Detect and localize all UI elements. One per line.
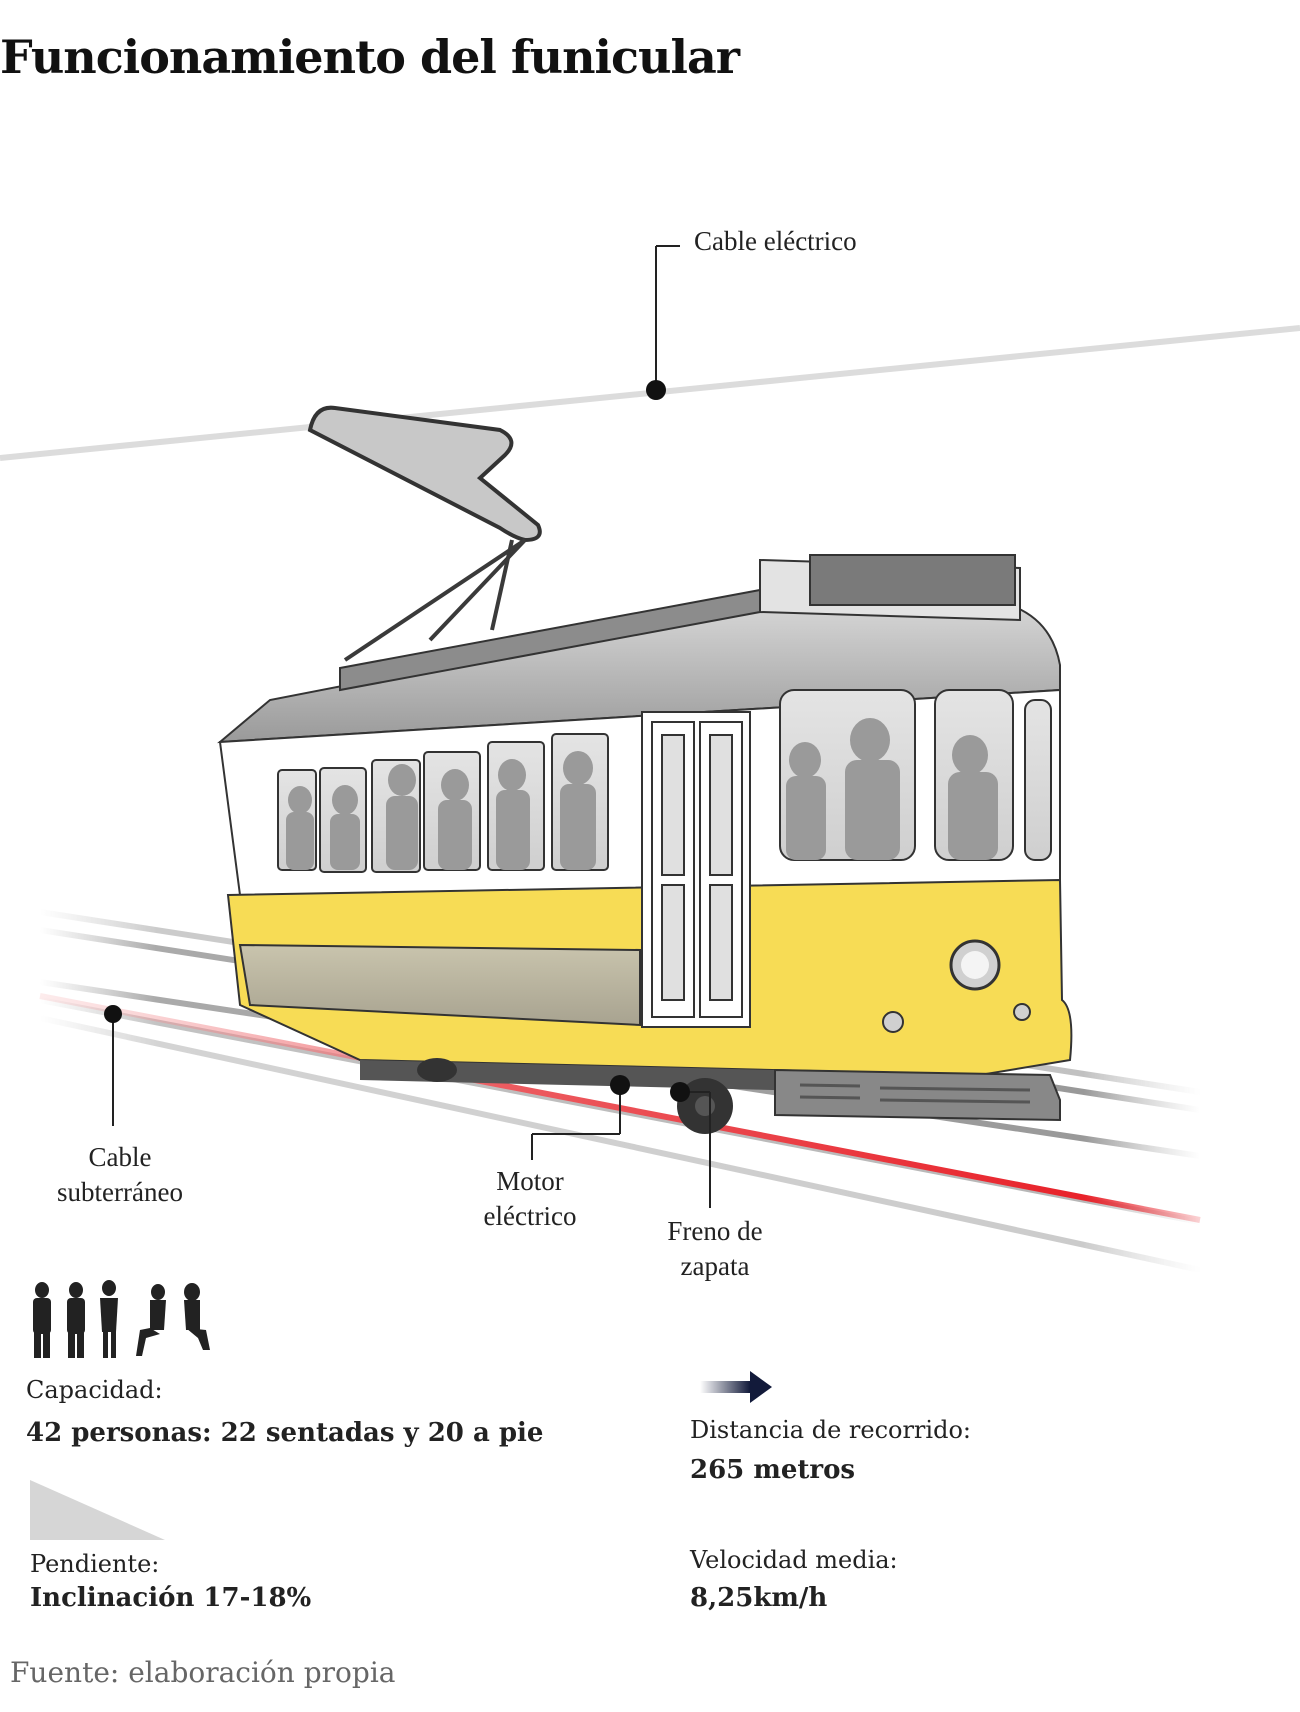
- shoe-brake-label: Freno de zapata: [667, 1216, 763, 1282]
- rear-wheel: [417, 1058, 457, 1082]
- distance-value: 265 metros: [690, 1455, 856, 1485]
- door: [641, 711, 751, 1028]
- people-icon: [33, 1280, 210, 1358]
- slope-label: Pendiente:: [30, 1550, 160, 1578]
- page-title: Funcionamiento del funicular: [0, 30, 740, 84]
- speed-label: Velocidad media:: [690, 1546, 898, 1574]
- arrow-right-icon: [700, 1371, 772, 1403]
- electric-motor-label: Motor eléctrico: [483, 1166, 577, 1232]
- capacity-value: 42 personas: 22 sentadas y 20 a pie: [26, 1418, 544, 1448]
- distance-label: Distancia de recorrido:: [690, 1416, 971, 1444]
- passenger-silhouettes: [286, 751, 596, 870]
- overhead-cable-label: Cable eléctrico: [694, 226, 857, 256]
- speed-value: 8,25km/h: [690, 1583, 828, 1613]
- slope-icon: [30, 1480, 165, 1540]
- tram: [217, 554, 1073, 1134]
- slope-value: Inclinación 17-18%: [30, 1583, 312, 1613]
- source-note: Fuente: elaboración propia: [10, 1656, 396, 1689]
- capacity-label: Capacidad:: [26, 1376, 163, 1404]
- pantograph: [307, 405, 542, 662]
- overhead-cable-dot: [646, 380, 666, 400]
- underground-cable-label: Cable subterráneo: [57, 1142, 183, 1208]
